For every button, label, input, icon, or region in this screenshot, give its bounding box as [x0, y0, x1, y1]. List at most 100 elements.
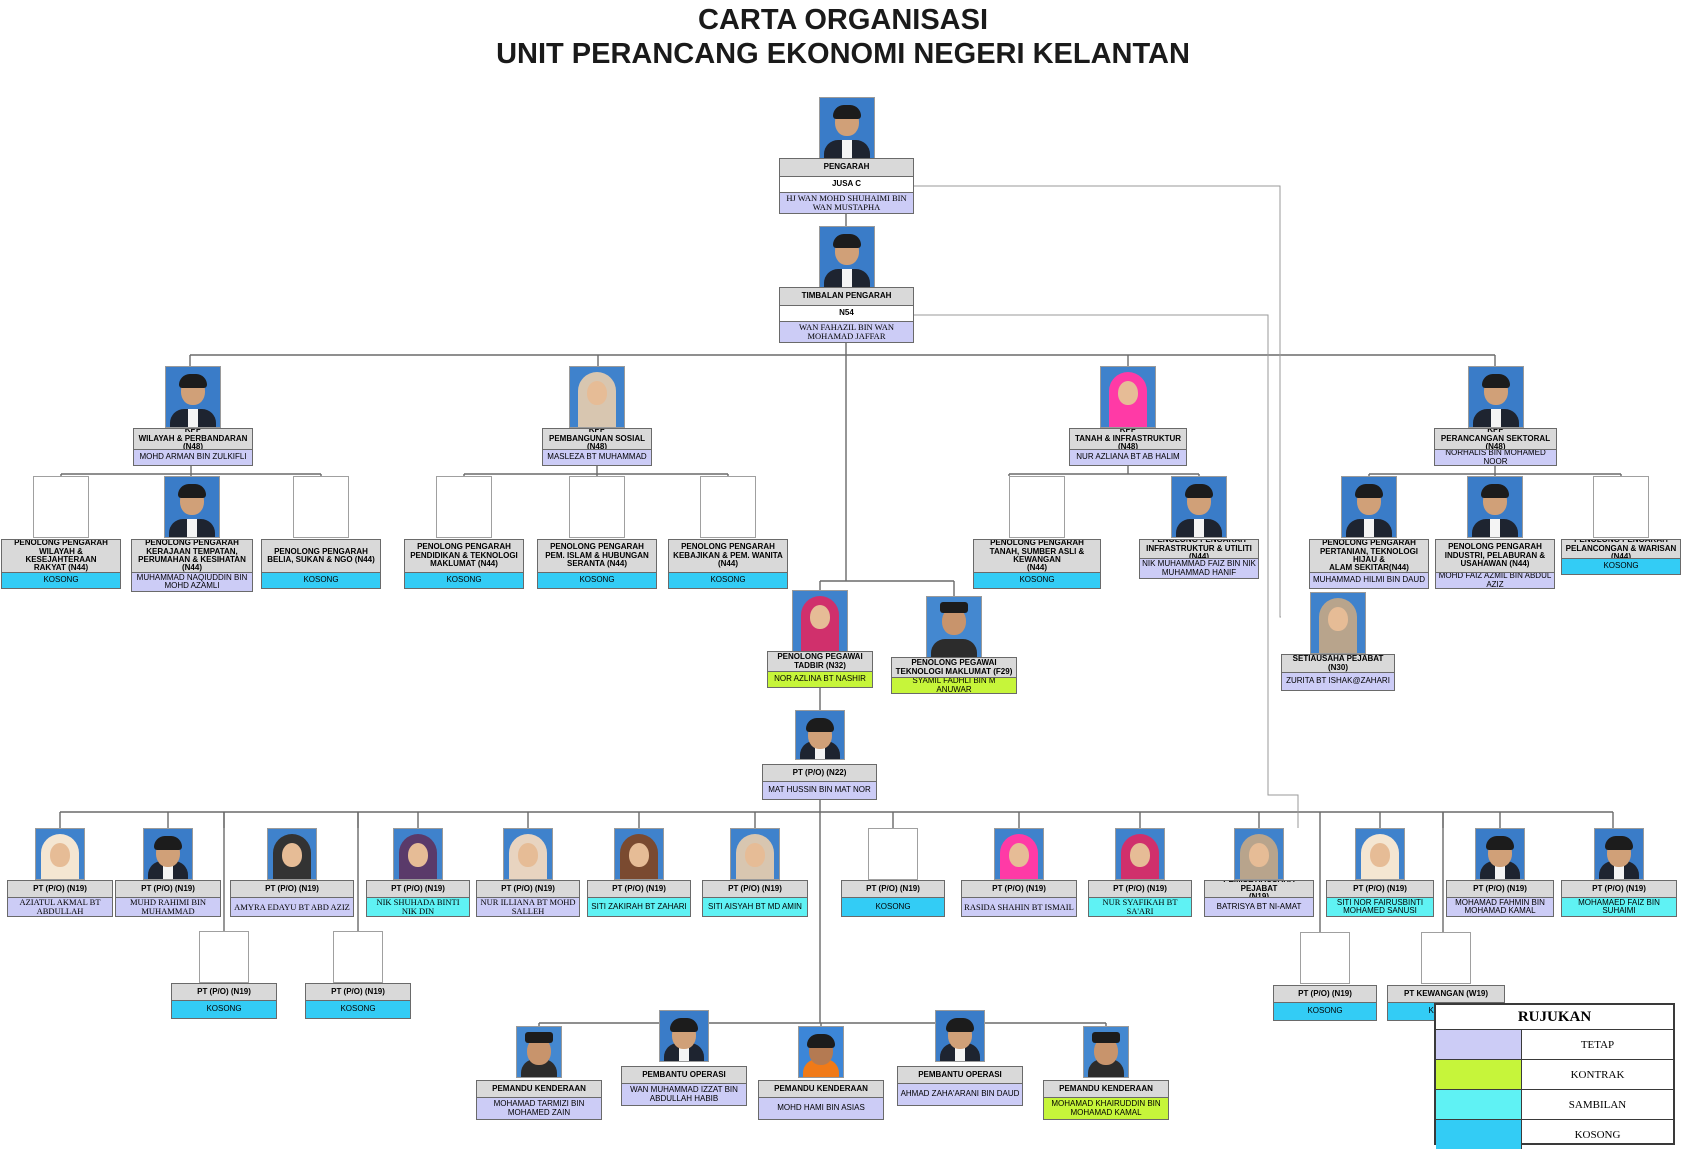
node-role: PT (P/O) (N19) — [1089, 881, 1191, 898]
node-role: PT (P/O) (N19) — [367, 881, 469, 898]
org-node-pt10: PT (P/O) (N19)NUR SYAFIKAH BT SA'ARI — [1088, 880, 1192, 917]
node-role: PEMBANTU OPERASI — [898, 1067, 1022, 1084]
node-name: KOSONG — [974, 573, 1100, 588]
node-name: MASLEZA BT MUHAMMAD — [543, 450, 651, 465]
org-node-pt-k1: PT (P/O) (N19)KOSONG — [171, 983, 277, 1019]
org-node-pp-tanah: PENOLONG PENGARAH TANAH, SUMBER ASLI & K… — [973, 539, 1101, 589]
org-node-pt13: PT (P/O) (N19)MOHAMAD FAHMIN BIN MOHAMAD… — [1446, 880, 1554, 917]
node-role: PEMANDU KENDERAAN — [759, 1081, 883, 1098]
node-name: NUR AZLIANA BT AB HALIM — [1070, 450, 1186, 465]
man-suit-icon — [164, 476, 220, 538]
woman-hijab-icon — [792, 590, 848, 652]
chart-title: CARTA ORGANISASI — [698, 4, 988, 36]
org-node-pt12: PT (P/O) (N19)SITI NOR FAIRUSBINTI MOHAM… — [1326, 880, 1434, 917]
node-name: AZIATUL AKMAL BT ABDULLAH — [8, 898, 112, 916]
node-role: PENOLONG PENGARAH PELANCONGAN & WARISAN … — [1562, 540, 1680, 559]
legend-label-kontrak: KONTRAK — [1570, 1068, 1625, 1081]
node-role: PT (P/O) (N19) — [588, 881, 690, 898]
woman-hijab-icon — [994, 828, 1044, 880]
node-name: WAN FAHAZIL BIN WAN MOHAMAD JAFFAR — [780, 322, 913, 342]
empty-photo — [199, 931, 249, 983]
org-node-pt11: PEM.SETIAUSAHA PEJABAT (N19)BATRISYA BT … — [1204, 880, 1314, 917]
node-role: PENOLONG PENGARAH PENDIDIKAN & TEKNOLOGI… — [405, 540, 523, 573]
legend-label-kosong: KOSONG — [1574, 1128, 1621, 1141]
node-name: KOSONG — [2, 573, 120, 588]
node-role: PT (P/O) (N19) — [231, 881, 353, 898]
woman-hijab-icon — [730, 828, 780, 880]
node-role: PT (P/O) (N19) — [1327, 881, 1433, 898]
man-suit-icon — [818, 97, 875, 159]
empty-photo — [333, 931, 383, 983]
node-name: AMYRA EDAYU BT ABD AZIZ — [231, 898, 353, 916]
man-suit-icon — [1467, 476, 1523, 538]
node-grade: JUSA C — [780, 177, 913, 193]
man-suit-icon — [659, 1010, 709, 1062]
woman-hijab-icon — [35, 828, 85, 880]
node-name: KOSONG — [1274, 1003, 1376, 1020]
node-name: HJ WAN MOHD SHUHAIMI BIN WAN MUSTAPHA — [780, 193, 913, 213]
node-name: WAN MUHAMMAD IZZAT BIN ABDULLAH HABIB — [622, 1084, 746, 1105]
node-name: MOHD ARMAN BIN ZULKIFLI — [134, 450, 252, 465]
node-role: PT (P/O) (N19) — [1447, 881, 1553, 898]
org-node-pp-belia: PENOLONG PENGARAH BELIA, SUKAN & NGO (N4… — [261, 539, 381, 589]
node-name: MOHAMAED FAIZ BIN SUHAIMI — [1562, 898, 1676, 916]
node-grade: N54 — [780, 306, 913, 322]
man-suit-icon — [1341, 476, 1397, 538]
legend-swatch-tetap — [1436, 1030, 1522, 1059]
org-node-ppti: PENOLONG PEGAWAI TEKNOLOGI MAKLUMAT (F29… — [891, 657, 1017, 694]
org-node-pt-n22: PT (P/O) (N22)MAT HUSSIN BIN MAT NOR — [762, 764, 877, 800]
node-role: PT (P/O) (N19) — [962, 881, 1076, 898]
man-orange-icon — [798, 1026, 844, 1078]
man-songkok-icon — [516, 1026, 562, 1078]
empty-photo — [436, 476, 492, 538]
org-node-pt5: PT (P/O) (N19)NUR ILLIANA BT MOHD SALLEH — [476, 880, 580, 917]
node-name: BATRISYA BT NI-AMAT — [1205, 898, 1313, 916]
node-role: KPP TANAH & INFRASTRUKTUR (N48) — [1070, 429, 1186, 450]
node-name: MUHD RAHIMI BIN MUHAMMAD — [116, 898, 220, 916]
node-role: KPP WILAYAH & PERBANDARAN (N48) — [134, 429, 252, 450]
org-node-pt6: PT (P/O) (N19)SITI ZAKIRAH BT ZAHARI — [587, 880, 691, 917]
node-role: PT (P/O) (N19) — [1274, 986, 1376, 1003]
connector-line — [914, 314, 1299, 828]
org-node-pt1: PT (P/O) (N19)AZIATUL AKMAL BT ABDULLAH — [7, 880, 113, 917]
man-suit-icon — [1467, 366, 1524, 428]
node-role: PENOLONG PENGARAH TANAH, SUMBER ASLI & K… — [974, 540, 1100, 573]
empty-photo — [1421, 932, 1471, 984]
node-name: NUR SYAFIKAH BT SA'ARI — [1089, 898, 1191, 916]
node-role: PENOLONG PEGAWAI TEKNOLOGI MAKLUMAT (F29… — [892, 658, 1016, 678]
legend-row-sambilan: SAMBILAN — [1436, 1090, 1673, 1120]
legend-swatch-kosong — [1436, 1120, 1522, 1149]
legend-label-tetap: TETAP — [1580, 1038, 1615, 1051]
node-name: KOSONG — [172, 1001, 276, 1018]
node-role: PT (P/O) (N19) — [842, 881, 944, 898]
node-role: PT (P/O) (N22) — [763, 765, 876, 782]
org-node-kpp-sektoral: KPP PERANCANGAN SEKTORAL (N48)NORHALIS B… — [1434, 428, 1557, 466]
node-name: NOR AZLINA BT NASHIR — [768, 672, 872, 687]
node-role: KPP PERANCANGAN SEKTORAL (N48) — [1435, 429, 1556, 450]
node-role: PENOLONG PENGARAH PERTANIAN, TEKNOLOGI H… — [1310, 540, 1428, 573]
legend-swatch-kontrak — [1436, 1060, 1522, 1089]
woman-hijab-icon — [393, 828, 443, 880]
man-songkok-icon — [926, 596, 982, 658]
woman-hijab-icon — [267, 828, 317, 880]
org-node-pt2: PT (P/O) (N19)MUHD RAHIMI BIN MUHAMMAD — [115, 880, 221, 917]
legend-label-sambilan: SAMBILAN — [1568, 1098, 1627, 1111]
node-name: MUHAMMAD HILMI BIN DAUD — [1310, 573, 1428, 588]
node-role: PT (P/O) (N19) — [306, 984, 410, 1001]
man-suit-icon — [1475, 828, 1525, 880]
legend-row-kosong: KOSONG — [1436, 1120, 1673, 1149]
node-name: MOHAMAD FAHMIN BIN MOHAMAD KAMAL — [1447, 898, 1553, 916]
man-suit-icon — [1594, 828, 1644, 880]
man-songkok-icon — [1083, 1026, 1129, 1078]
man-suit-icon — [935, 1010, 985, 1062]
org-node-pp-infra: PENOLONG PENGARAH INFRASTRUKTUR & UTILIT… — [1139, 539, 1259, 579]
org-node-ppt: PENOLONG PEGAWAI TADBIR (N32)NOR AZLINA … — [767, 651, 873, 688]
node-name: KOSONG — [538, 573, 656, 588]
org-node-pp-kesejahteraan: PENOLONG PENGARAH WILAYAH & KESEJAHTERAA… — [1, 539, 121, 589]
org-node-kpp-sosial: KPP PEMBANGUNAN SOSIAL (N48)MASLEZA BT M… — [542, 428, 652, 466]
node-role: PENOLONG PENGARAH PEM. ISLAM & HUBUNGAN … — [538, 540, 656, 573]
